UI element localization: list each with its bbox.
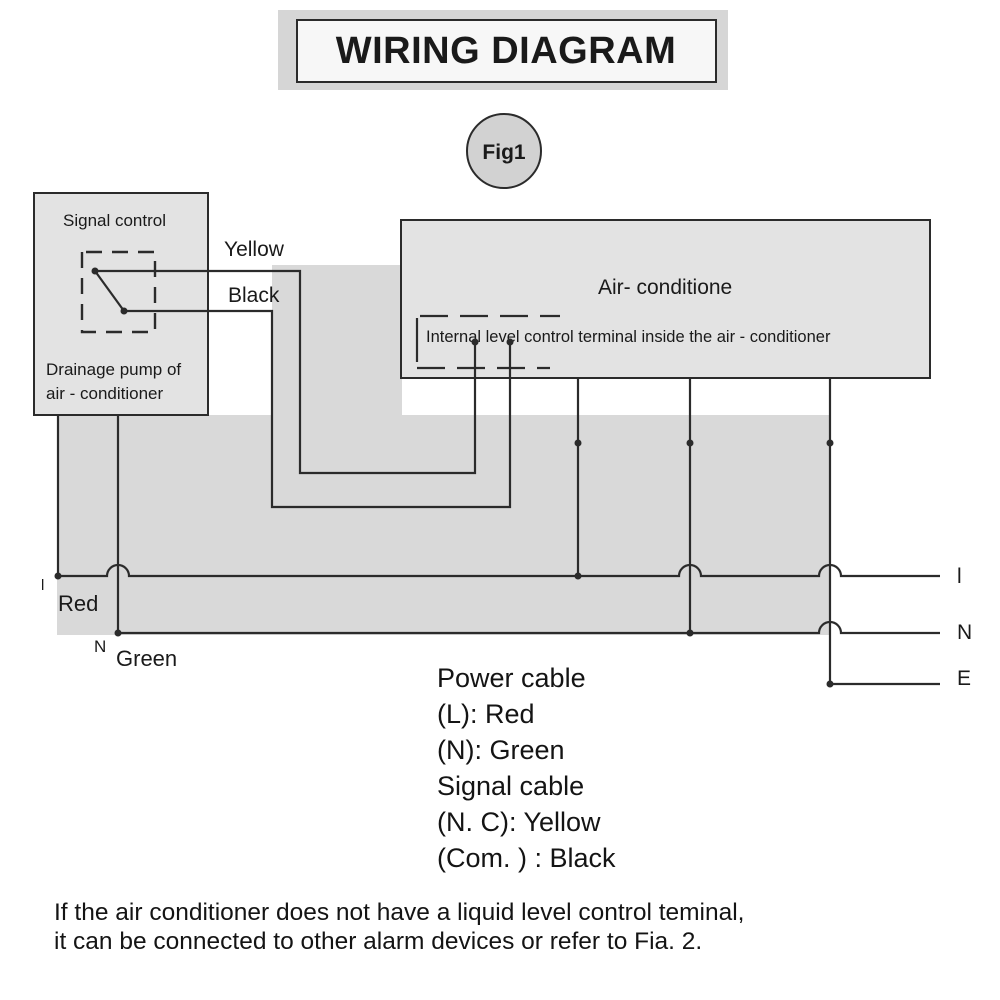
terminal-label: Internal level control terminal inside t…	[426, 328, 831, 346]
title-banner: WIRING DIAGRAM	[278, 10, 728, 90]
green-wire-label: Green	[116, 646, 177, 671]
l-left-mark: l	[41, 577, 44, 594]
terminal-e: E	[957, 667, 971, 690]
pump-name-line1: Drainage pump of	[46, 360, 181, 379]
black-wire	[124, 309, 512, 509]
legend-com-black: (Com. ) : Black	[437, 843, 616, 873]
pump-name-line2: air - conditioner	[46, 384, 164, 403]
terminal-l: l	[957, 565, 962, 588]
yellow-wire	[95, 269, 477, 475]
yellow-wire-label: Yellow	[224, 238, 285, 261]
switch-bracket	[80, 250, 157, 334]
legend-n-green: (N): Green	[437, 735, 565, 765]
legend-power-cable: Power cable	[437, 663, 586, 693]
switch-contact-icon	[94, 270, 125, 312]
n-left-mark: N	[94, 637, 106, 656]
air-conditioner-box: Air- conditione Internal level control t…	[400, 219, 931, 379]
signal-control-label: Signal control	[63, 211, 166, 230]
l-line	[58, 563, 940, 578]
legend-nc-yellow: (N. C): Yellow	[437, 807, 601, 837]
page-title: WIRING DIAGRAM	[336, 30, 677, 72]
terminal-n: N	[957, 621, 972, 644]
legend-signal-cable: Signal cable	[437, 771, 585, 801]
power-labels: l Red N Green l N E	[41, 565, 972, 690]
figure-badge: Fig1	[466, 113, 542, 189]
black-wire-label: Black	[228, 284, 280, 307]
footnote-line2: it can be connected to other alarm devic…	[54, 928, 703, 955]
footnote-line1: If the air conditioner does not have a l…	[54, 899, 745, 926]
figure-label: Fig1	[482, 141, 525, 164]
diagram-background	[57, 265, 831, 635]
n-line	[118, 620, 940, 635]
ac-name: Air- conditione	[598, 276, 732, 299]
signal-wires: Yellow Black	[95, 238, 512, 509]
footnote: If the air conditioner does not have a l…	[54, 898, 984, 956]
legend-l-red: (L): Red	[437, 699, 535, 729]
drainage-pump-box: Signal control Drainage pump of air - co…	[33, 192, 209, 416]
power-wires	[54, 378, 940, 688]
red-wire-label: Red	[58, 591, 98, 616]
cable-legend: Power cable (L): Red (N): Green Signal c…	[437, 660, 616, 876]
